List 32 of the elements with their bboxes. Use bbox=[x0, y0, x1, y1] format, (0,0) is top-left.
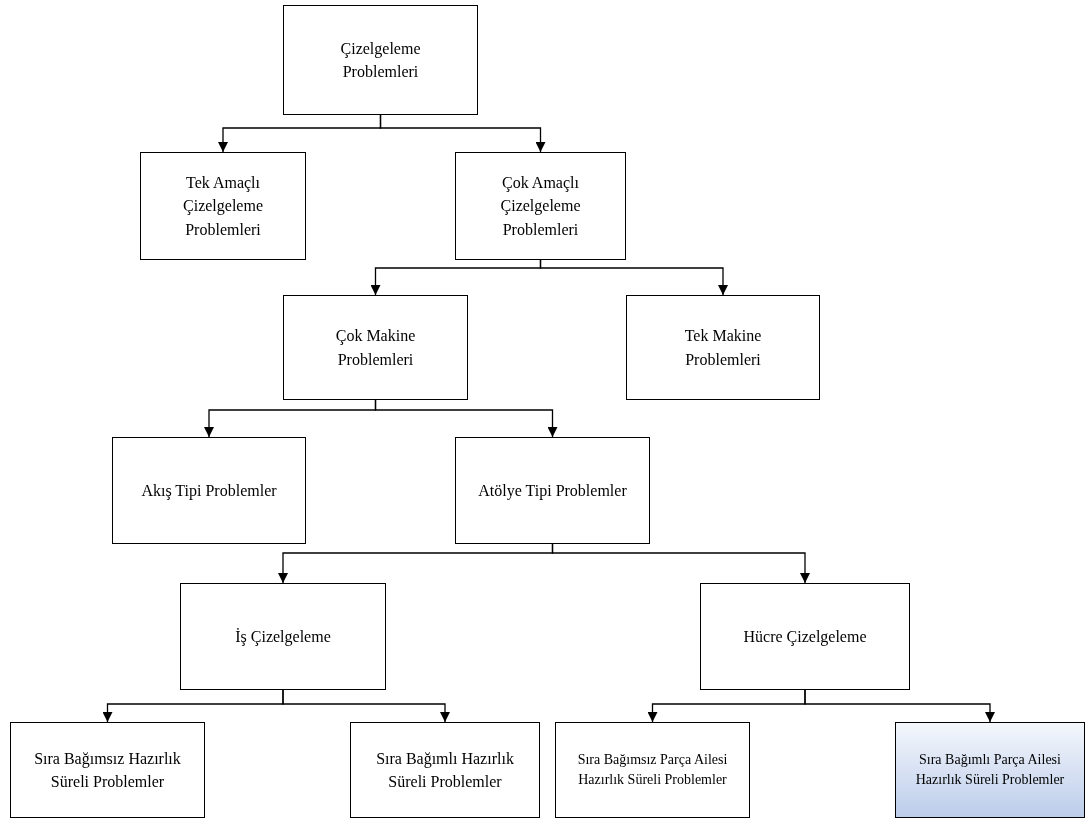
arrow bbox=[282, 689, 450, 723]
category-box bbox=[112, 437, 306, 544]
arrow bbox=[374, 399, 558, 438]
arrow bbox=[379, 114, 546, 153]
arrow bbox=[539, 259, 728, 296]
category-box bbox=[700, 583, 910, 690]
category-box bbox=[626, 295, 820, 400]
box-label: Çok Makine Problemleri bbox=[334, 326, 417, 370]
box-label: Tek Amaçlı Çizelgeleme Problemleri bbox=[182, 173, 264, 240]
category-box bbox=[283, 5, 478, 115]
box-label: Çok Amaçlı Çizelgeleme Problemleri bbox=[499, 173, 582, 240]
category-box bbox=[283, 295, 468, 400]
box-label: Sıra Bağımlı Hazırlık Süreli Problemler bbox=[375, 748, 515, 792]
box-label: Sıra Bağımsız Parça Ailesi Hazırlık Süreli Problemler bbox=[576, 750, 729, 789]
box-label: Çizelgeleme Problemleri bbox=[339, 38, 422, 82]
box-label: Atölye Tipi Problemler bbox=[478, 480, 627, 502]
category-box bbox=[350, 722, 540, 818]
box-label: Hücre Çizelgeleme bbox=[743, 626, 867, 648]
box-label: Tek Makine Problemleri bbox=[683, 326, 763, 370]
category-box bbox=[455, 152, 626, 260]
arrow bbox=[551, 543, 810, 584]
box-label: Sıra Bağımsız Hazırlık Süreli Problemler bbox=[33, 748, 182, 792]
category-box bbox=[455, 437, 650, 544]
box-label: Sıra Bağımlı Parça Ailesi Hazırlık Süreli Problemler bbox=[914, 750, 1066, 789]
category-box bbox=[10, 722, 205, 818]
box-label: Akış Tipi Problemler bbox=[141, 480, 277, 502]
arrow bbox=[804, 689, 995, 723]
category-box bbox=[180, 583, 386, 690]
category-box bbox=[895, 722, 1085, 818]
box-label: İş Çizelgeleme bbox=[235, 626, 331, 648]
category-box bbox=[140, 152, 306, 260]
category-box bbox=[555, 722, 750, 818]
